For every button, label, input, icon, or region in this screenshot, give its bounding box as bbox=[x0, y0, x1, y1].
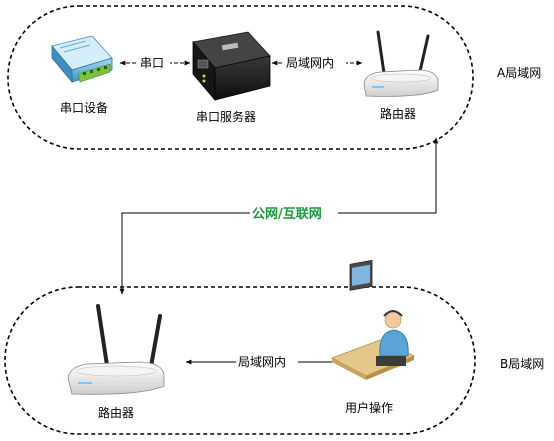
serial-device-label: 串口设备 bbox=[60, 101, 108, 115]
zone-b-lan-link-label: 局域网内 bbox=[238, 355, 286, 369]
router-b-icon bbox=[67, 304, 165, 395]
user-operator-icon bbox=[331, 259, 415, 380]
wan-label: 公网/互联网 bbox=[252, 207, 322, 222]
router-b-label: 路由器 bbox=[98, 405, 134, 420]
serial-device-icon bbox=[51, 35, 113, 84]
zone-b-label: B局域网 bbox=[500, 357, 544, 371]
serial-server-icon bbox=[192, 31, 271, 102]
zone-a-lan-link-label: 局域网内 bbox=[286, 56, 334, 70]
serial-link-label: 串口 bbox=[140, 56, 164, 70]
router-a-icon bbox=[363, 30, 439, 97]
zone-a-label: A局域网 bbox=[497, 66, 541, 80]
router-a-label: 路由器 bbox=[380, 106, 416, 121]
serial-server-label: 串口服务器 bbox=[196, 109, 256, 124]
user-operator-label: 用户操作 bbox=[345, 400, 393, 415]
